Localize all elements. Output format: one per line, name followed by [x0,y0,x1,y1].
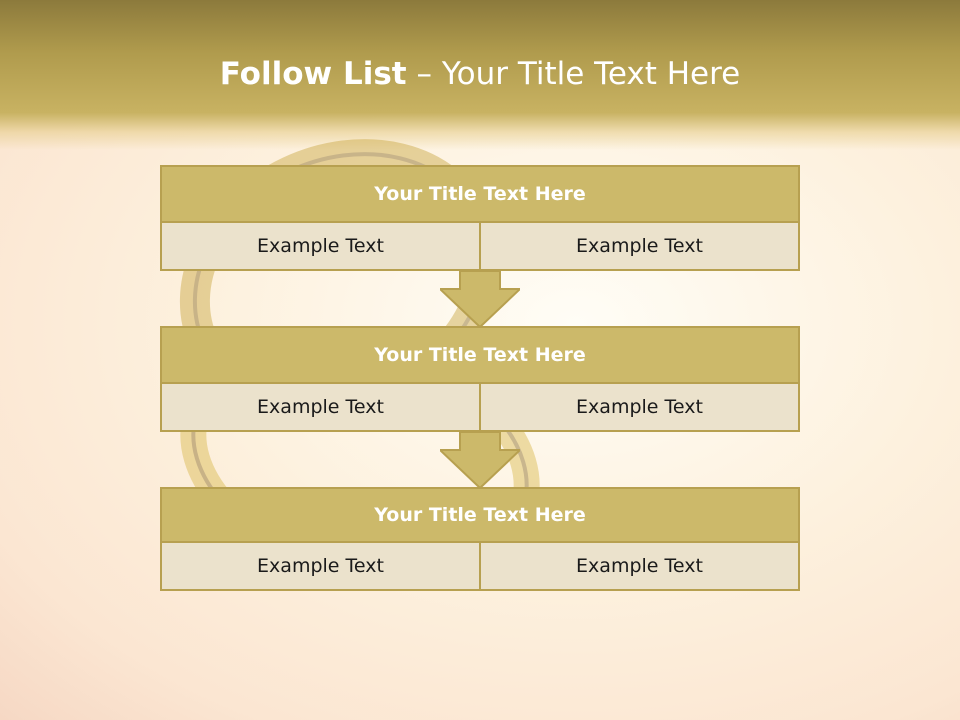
block-cell: Example Text [162,384,479,430]
block-cell: Example Text [479,543,798,589]
block-cell: Example Text [479,384,798,430]
follow-block-3: Your Title Text Here Example Text Exampl… [160,487,800,591]
down-arrow-icon [440,271,520,327]
block-row: Example Text Example Text [160,223,800,271]
block-cell: Example Text [479,223,798,269]
down-arrow-icon [440,432,520,488]
slide-header-band [0,0,960,150]
follow-block-1: Your Title Text Here Example Text Exampl… [160,165,800,271]
block-cell: Example Text [162,543,479,589]
block-cell: Example Text [162,223,479,269]
block-title: Your Title Text Here [160,326,800,384]
slide-title: Follow List – Your Title Text Here [0,56,960,92]
block-title: Your Title Text Here [160,487,800,543]
slide-title-rest: – Your Title Text Here [416,56,741,92]
follow-block-2: Your Title Text Here Example Text Exampl… [160,326,800,432]
block-title: Your Title Text Here [160,165,800,223]
block-row: Example Text Example Text [160,543,800,591]
block-row: Example Text Example Text [160,384,800,432]
slide-title-strong: Follow List [219,56,407,92]
